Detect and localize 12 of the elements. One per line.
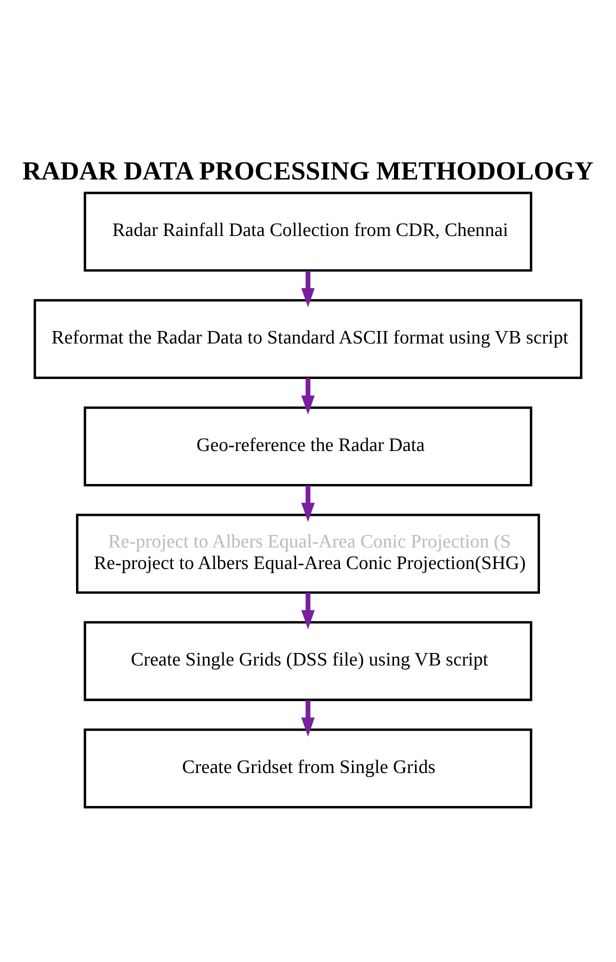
node-box: Radar Rainfall Data Collection from CDR, Chennai	[84, 192, 532, 272]
arrow	[301, 378, 315, 415]
node-box: Create Single Grids (DSS file) using VB script	[84, 621, 532, 702]
node-box: Reformat the Radar Data to Standard ASCII format using VB script	[34, 299, 582, 380]
arrow	[301, 270, 315, 308]
node-box: Geo-reference the Radar Data	[84, 406, 532, 486]
arrow	[301, 486, 315, 522]
diagram-title: RADAR DATA PROCESSING METHODOLOGY	[22, 156, 594, 186]
node-box: Re-project to Albers Equal-Area Conic Projection (S Re-project to Albers Equal-Area Conic Projection(SHG)	[76, 514, 540, 594]
arrow	[301, 592, 315, 630]
node-box: Create Gridset from Single Grids	[84, 728, 532, 808]
arrow	[301, 700, 315, 737]
